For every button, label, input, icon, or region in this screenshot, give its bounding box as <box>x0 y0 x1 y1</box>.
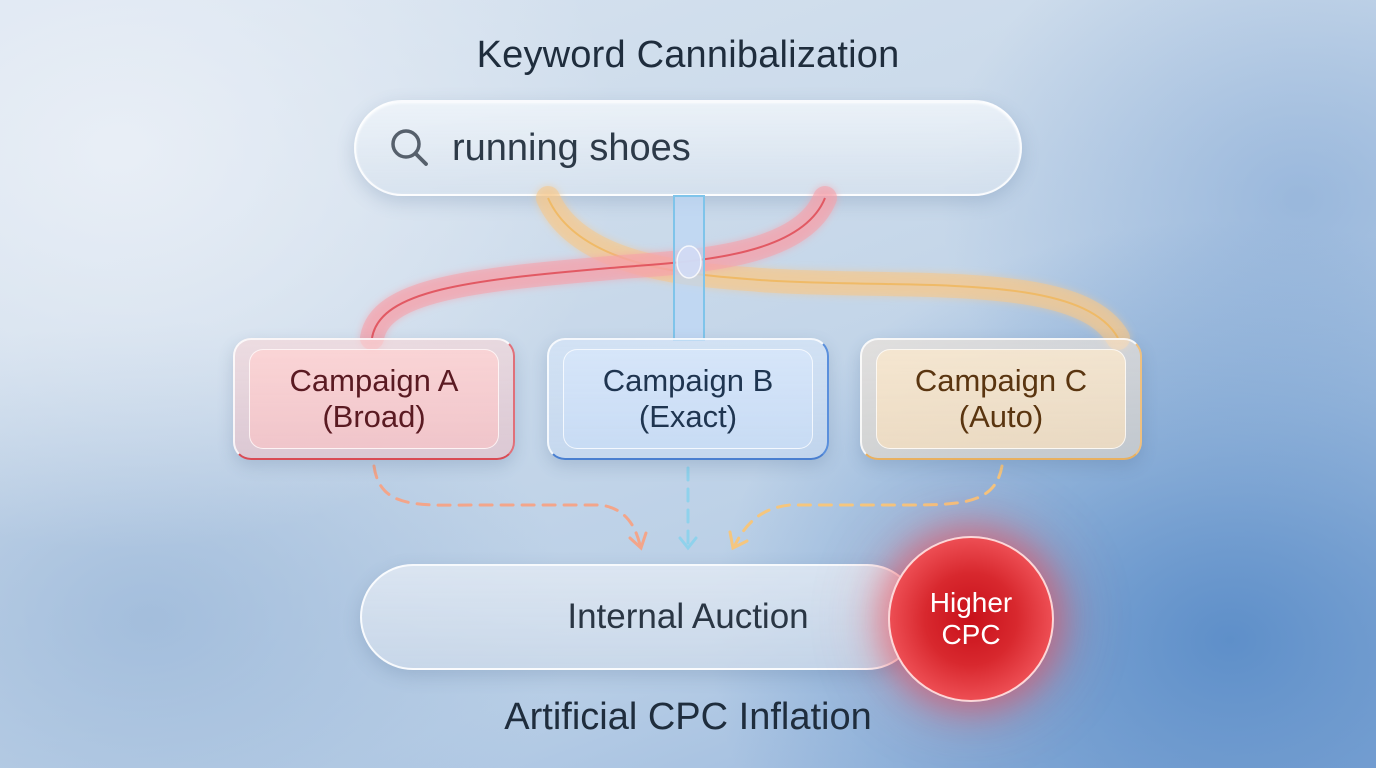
search-icon <box>391 129 428 166</box>
search-query: running shoes <box>452 126 691 169</box>
campaign-c-name: Campaign C <box>914 363 1088 398</box>
campaign-c-card: Campaign C (Auto) <box>860 338 1142 460</box>
internal-auction-label: Internal Auction <box>567 597 809 636</box>
campaign-b-match-type: (Exact) <box>638 399 738 434</box>
campaign-b-name: Campaign B <box>602 363 774 398</box>
campaign-a-inner: Campaign A (Broad) <box>249 349 499 449</box>
search-bar: running shoes <box>354 100 1022 196</box>
campaign-b-inner: Campaign B (Exact) <box>563 349 813 449</box>
higher-cpc-line1: Higher <box>929 587 1013 618</box>
higher-cpc-line2: CPC <box>941 619 1001 650</box>
campaign-c-inner: Campaign C (Auto) <box>876 349 1126 449</box>
campaign-a-name: Campaign A <box>289 363 459 398</box>
arrow-a-to-auction <box>372 464 642 547</box>
campaign-a-match-type: (Broad) <box>322 399 426 434</box>
campaign-c-match-type: (Auto) <box>958 399 1044 434</box>
higher-cpc-badge: Higher CPC <box>888 536 1054 702</box>
arrow-c-to-auction <box>733 464 1004 547</box>
diagram-footer-caption: Artificial CPC Inflation <box>504 696 872 738</box>
diagram-title: Keyword Cannibalization <box>476 34 900 76</box>
campaign-b-card: Campaign B (Exact) <box>547 338 829 460</box>
internal-auction-bar: Internal Auction <box>360 564 920 670</box>
campaign-a-card: Campaign A (Broad) <box>233 338 515 460</box>
